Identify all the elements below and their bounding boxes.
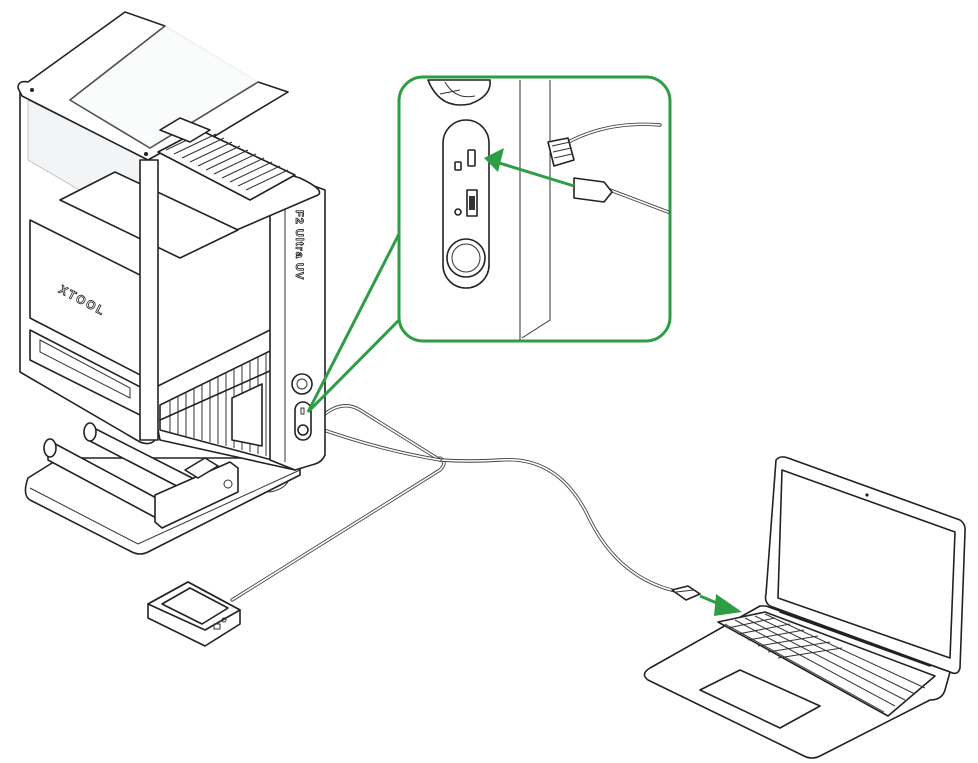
side-tower [269,169,326,471]
control-pad-screen [161,587,229,625]
laptop-screen [777,469,956,659]
laptop-base [643,605,951,759]
usb-plug-machine [573,177,613,203]
arrow-to-laptop [699,594,742,616]
rotary-attachment [43,422,239,529]
laptop-keyboard [717,611,936,717]
vent-grill [159,349,273,461]
usb-port [467,149,476,167]
power-button [446,238,486,278]
laptop [643,456,966,759]
keyboard-keys [724,613,926,713]
port-inset [397,75,672,343]
control-pad [147,581,241,647]
model-label: F2 Ultra UV [293,210,305,280]
usb-cable [316,404,682,594]
laser-engraver: XTOOL F2 Ultra UV [17,11,326,555]
usb-plug-laptop [671,585,701,601]
inset-callout-lines [306,229,403,414]
laptop-trackpad [699,669,821,729]
dial-knob [291,373,313,395]
status-port [454,161,462,171]
